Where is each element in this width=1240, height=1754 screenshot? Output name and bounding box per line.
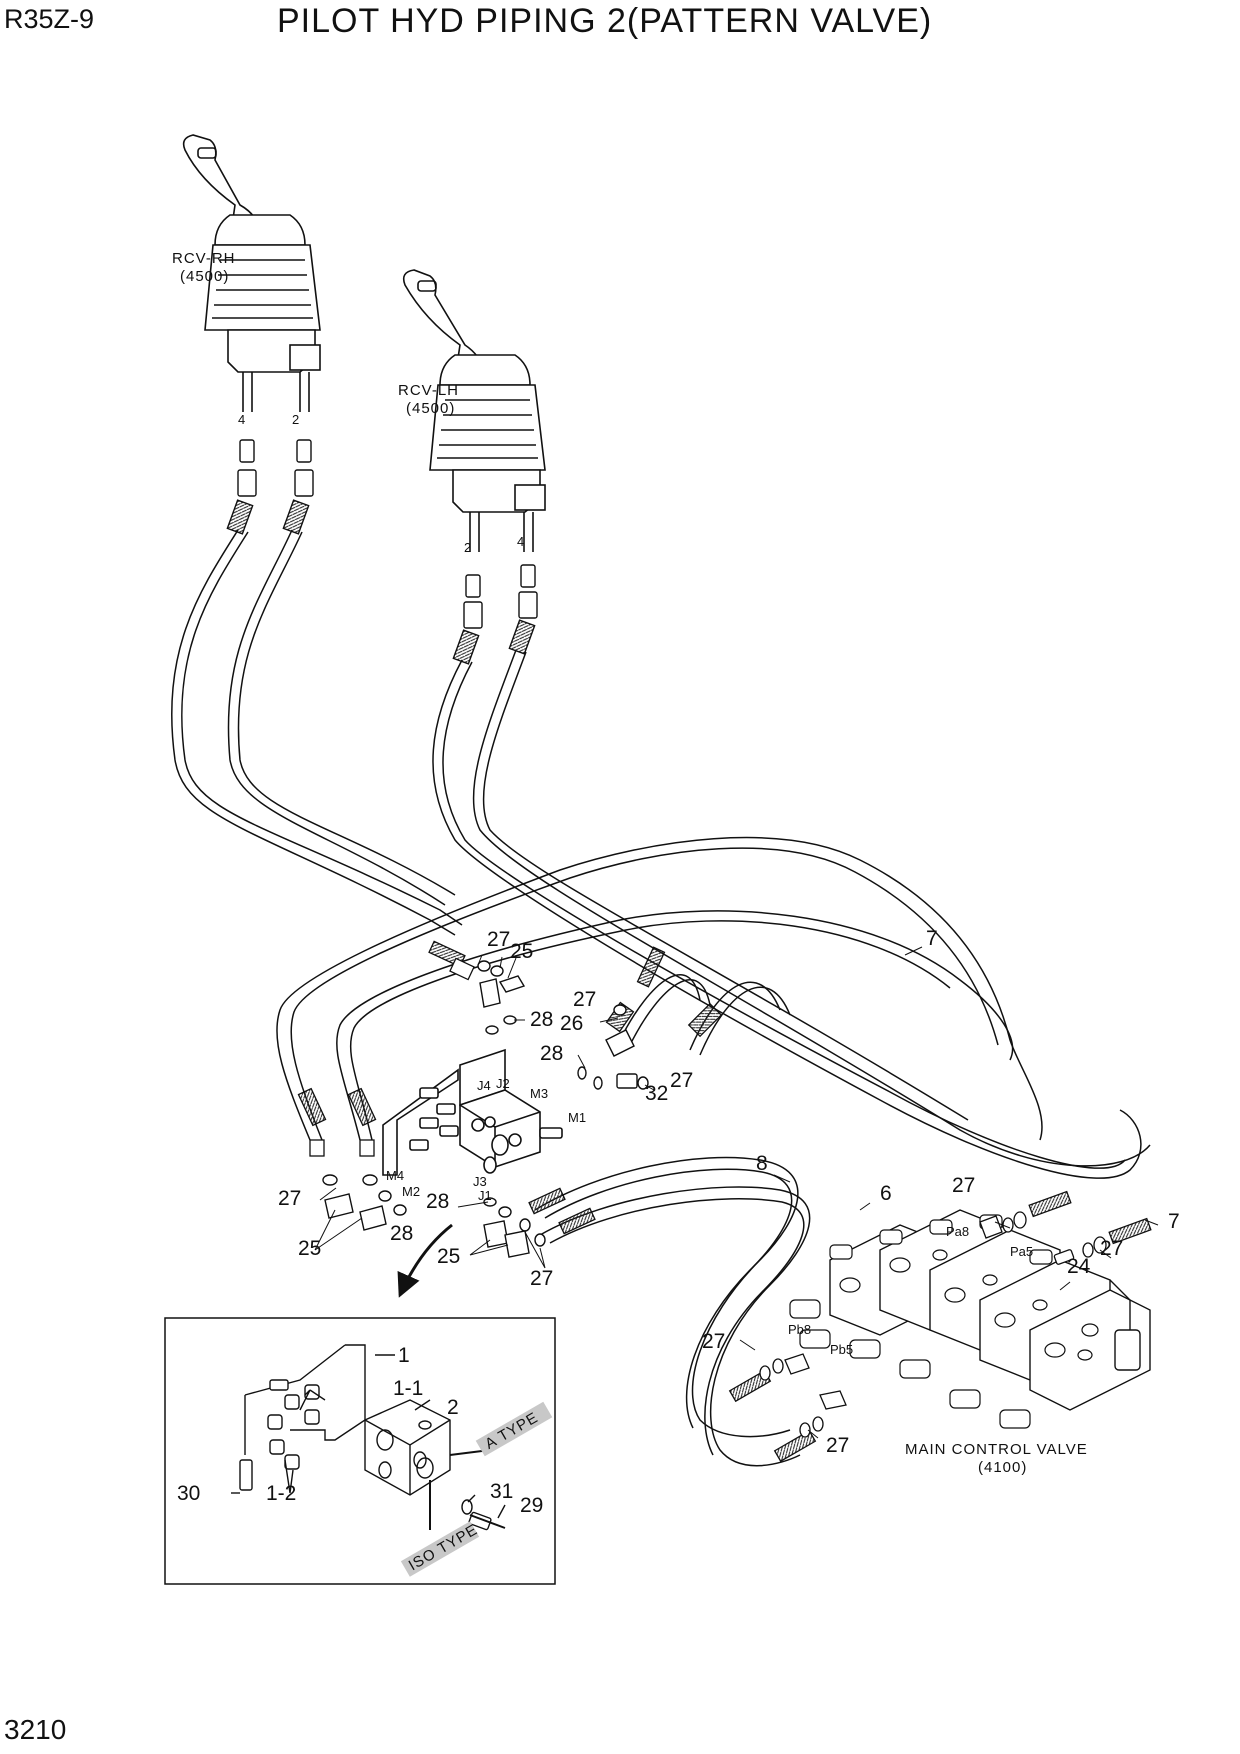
port-J3: J3	[473, 1174, 487, 1189]
callout-28: 28	[426, 1190, 449, 1213]
callout-8: 8	[756, 1152, 768, 1175]
rh-hose-fittings	[226, 439, 314, 535]
callout-27: 27	[573, 988, 596, 1011]
callout-27: 27	[530, 1267, 553, 1290]
rcv-rh-ref: (4500)	[180, 268, 229, 285]
manifold-hose-fittings	[297, 940, 723, 1235]
inset-callout-30: 30	[177, 1482, 200, 1505]
detail-arrow	[397, 1223, 453, 1298]
inset-callout-1-2: 1-2	[266, 1482, 296, 1505]
port-M1: M1	[568, 1110, 586, 1125]
lh-port-4: 4	[517, 534, 524, 549]
model-code: R35Z-9	[4, 4, 95, 34]
port-Pa8: Pa8	[946, 1224, 969, 1239]
fittings-and-orings	[322, 960, 649, 1258]
callout-25: 25	[510, 940, 533, 963]
port-Pb8: Pb8	[788, 1322, 811, 1337]
main-control-valve	[789, 1209, 1151, 1429]
port-J2: J2	[496, 1076, 510, 1091]
inset-callout-2: 2	[447, 1396, 459, 1419]
port-Pb5: Pb5	[830, 1342, 853, 1357]
port-Pa5: Pa5	[1010, 1244, 1033, 1259]
callout-leaders	[314, 946, 1159, 1439]
port-M2: M2	[402, 1184, 420, 1199]
callout-27: 27	[278, 1187, 301, 1210]
callout-25: 25	[298, 1237, 321, 1260]
rh-port-4: 4	[238, 412, 245, 427]
inset-callout-29: 29	[520, 1494, 543, 1517]
callout-27: 27	[702, 1330, 725, 1353]
page-title: PILOT HYD PIPING 2(PATTERN VALVE)	[277, 2, 933, 40]
callout-27: 27	[952, 1174, 975, 1197]
callout-26: 26	[560, 1012, 583, 1035]
lh-port-2: 2	[464, 540, 471, 555]
mcv-hose-fittings	[728, 1190, 1152, 1463]
callout-7: 7	[926, 927, 938, 950]
port-M4: M4	[386, 1168, 404, 1183]
inset-callout-1-1: 1-1	[393, 1377, 423, 1400]
callout-7: 7	[1168, 1210, 1180, 1233]
pattern-valve-manifold	[382, 1048, 563, 1176]
mcv-label: MAIN CONTROL VALVE	[905, 1441, 1088, 1458]
callout-28: 28	[540, 1042, 563, 1065]
pilot-hoses	[171, 529, 1151, 1467]
callout-24: 24	[1067, 1255, 1091, 1278]
port-J1: J1	[478, 1188, 492, 1203]
callout-28: 28	[390, 1222, 413, 1245]
page-number: 3210	[4, 1714, 67, 1745]
inset-callout-1: 1	[398, 1344, 410, 1367]
mcv-ref: (4100)	[978, 1459, 1027, 1476]
rcv-lh-label: RCV-LH	[398, 382, 459, 399]
callout-27: 27	[826, 1434, 849, 1457]
detail-inset	[164, 1317, 556, 1585]
inset-callout-31: 31	[490, 1480, 513, 1503]
lh-hose-fittings	[452, 564, 538, 665]
callout-27: 27	[487, 928, 510, 951]
callout-27: 27	[670, 1069, 693, 1092]
rcv-lh-ref: (4500)	[406, 400, 455, 417]
callout-6: 6	[880, 1182, 892, 1205]
mcv-spool-caps	[789, 1214, 1053, 1429]
rh-port-2: 2	[292, 412, 299, 427]
callout-32: 32	[645, 1082, 668, 1105]
rcv-rh-label: RCV-RH	[172, 250, 236, 267]
port-J4: J4	[477, 1078, 491, 1093]
callout-28: 28	[530, 1008, 553, 1031]
rcv-rh-joystick	[182, 134, 321, 412]
rcv-lh-joystick	[402, 269, 546, 552]
callout-27: 27	[1100, 1237, 1123, 1260]
callout-25: 25	[437, 1245, 460, 1268]
port-M3: M3	[530, 1086, 548, 1101]
